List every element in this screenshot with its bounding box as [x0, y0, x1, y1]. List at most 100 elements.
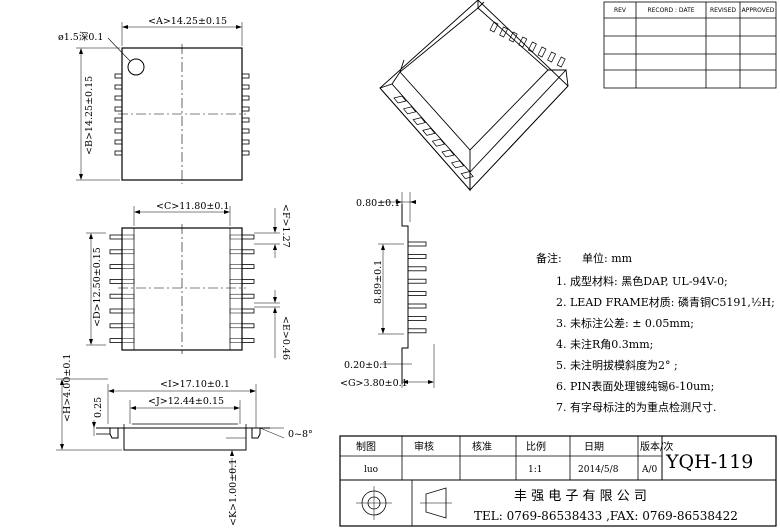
top-view-right-pins: [241, 73, 250, 156]
pin-inner: [121, 323, 135, 329]
notes-unit: 单位: mm: [582, 251, 633, 265]
pin-inner: [229, 308, 243, 314]
pin: [109, 338, 123, 344]
dim-c-label: <C>11.80±0.1: [156, 201, 229, 212]
pin: [241, 139, 250, 145]
pin: [547, 51, 557, 63]
dim-h-sub-label: 0.25: [93, 397, 104, 418]
notes-header: 备注:: [536, 251, 562, 265]
pin: [109, 293, 123, 299]
label-date: 日期: [584, 441, 604, 453]
pin: [114, 139, 123, 145]
pin: [407, 328, 427, 334]
pin-inner: [229, 264, 243, 269]
pin: [241, 150, 250, 156]
pin-inner: [121, 234, 135, 240]
pin: [114, 128, 123, 134]
pin: [109, 249, 123, 255]
pin-inner: [229, 338, 243, 343]
pin: [241, 106, 250, 112]
revision-table: [603, 1, 777, 89]
label-checked-by: 审核: [414, 440, 434, 453]
end-view-pins: [407, 241, 427, 334]
pin: [527, 41, 537, 53]
company-contact: TEL: 0769-86538433 ,FAX: 0769-86538422: [474, 509, 738, 523]
end-view: [378, 192, 435, 388]
pin: [460, 171, 474, 179]
pin: [407, 303, 427, 309]
dim-k-label: <K>1.00±0.1: [228, 459, 239, 526]
pin: [109, 234, 123, 240]
pin: [109, 323, 123, 329]
isometric-back-pins: [489, 21, 566, 68]
pin: [402, 106, 417, 115]
pin-inner: [121, 293, 135, 299]
revised-header: REVISED: [710, 7, 736, 14]
pin: [422, 128, 436, 136]
pin-inner: [121, 279, 135, 284]
label-version: 版本/次: [640, 440, 673, 453]
bottom-view-right-pins: [229, 234, 255, 344]
pin: [537, 46, 547, 58]
dim-h-label: <H>4.00±0.1: [62, 354, 73, 422]
dim-d-label: <D>12.50±0.15: [92, 247, 103, 327]
pin-inner: [229, 293, 243, 299]
pin: [241, 234, 255, 240]
pin: [241, 338, 255, 344]
note-2: 2. LEAD FRAME材质: 磷青铜C5191,½H;: [556, 295, 775, 309]
pin: [114, 117, 123, 123]
dim-e-label: <E>0.46: [280, 316, 291, 360]
top-view: [76, 22, 250, 184]
title-block: [339, 435, 777, 527]
dim-i-label: <I>17.10±0.1: [160, 379, 230, 390]
dim-j-label: <J>12.44±0.15: [148, 396, 224, 407]
pin: [407, 315, 427, 321]
pin: [412, 117, 426, 125]
note-7: 7. 有字母标注的为重点检测尺寸.: [556, 400, 717, 414]
dim-g-label: <G>3.80±0.1: [340, 378, 408, 389]
pin-inner: [121, 264, 135, 269]
pin: [241, 84, 250, 90]
pin: [241, 264, 255, 270]
part-number: YQH-119: [665, 451, 753, 473]
isometric-view: [379, 0, 569, 192]
pin-inner: [229, 279, 243, 284]
pin-inner: [121, 308, 135, 314]
dim-f-label: <F>1.27: [280, 204, 291, 248]
pin: [450, 160, 465, 169]
pin: [114, 95, 123, 101]
label-drafted-by: 制图: [356, 440, 376, 453]
bottom-view: [86, 206, 280, 358]
value-version: A/0: [641, 465, 658, 475]
side-view-arrows: [60, 379, 256, 456]
label-approved-by: 核准: [472, 440, 492, 453]
pin-inner: [121, 338, 135, 343]
pin-inner: [229, 234, 243, 240]
pin-inner: [121, 249, 135, 255]
bottom-view-left-pins: [109, 234, 135, 344]
note-5: 5. 未注明拔模斜度为2° ;: [556, 358, 678, 372]
notes-section: 备注: 单位: mm 1. 成型材料: 黑色DAP, UL-94V-0; 2. …: [536, 251, 775, 414]
pin: [241, 278, 255, 284]
pin-inner: [229, 323, 243, 329]
pin: [241, 128, 250, 134]
pin: [407, 253, 427, 259]
pin: [241, 293, 255, 299]
value-drafted-by: luo: [364, 465, 378, 475]
pin: [114, 84, 123, 90]
pin: [114, 150, 123, 156]
dim-pin-thickness-label: 0.20±0.1: [344, 360, 388, 371]
pin: [431, 138, 446, 147]
pin: [241, 73, 250, 79]
pin: [109, 278, 123, 284]
pin: [508, 31, 518, 43]
note-6: 6. PIN表面处理镀纯锡6-10um;: [556, 379, 714, 393]
label-scale: 比例: [526, 440, 546, 453]
dim-pin-width-label: 0.80±0.1: [356, 198, 400, 209]
note-4: 4. 未注R角0.3mm;: [556, 337, 653, 351]
dim-pitch-total-label: 8.89±0.1: [373, 260, 384, 304]
note-1: 1. 成型材料: 黑色DAP, UL-94V-0;: [556, 274, 728, 288]
pin: [109, 264, 123, 270]
rev-header: REV: [614, 7, 627, 14]
